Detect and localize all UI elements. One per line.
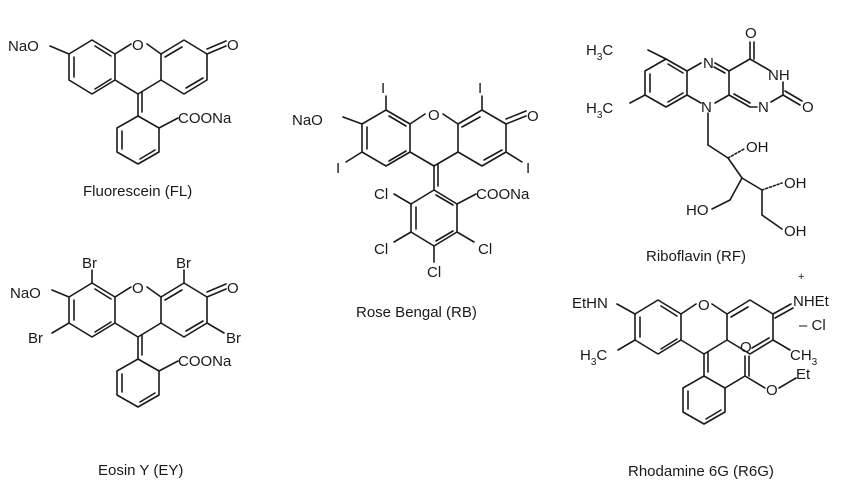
rf-nh-label: NH bbox=[768, 67, 790, 84]
rose-bengal-bonds bbox=[342, 95, 527, 263]
rf-oh-1-label: OH bbox=[746, 139, 769, 156]
r6g-plus-label: + bbox=[798, 271, 804, 283]
rf-methyl-top-label: H3C bbox=[586, 42, 613, 63]
fl-carbonyl-oxygen-label: O bbox=[227, 37, 239, 54]
rb-i-top-left-label: I bbox=[381, 80, 385, 97]
fl-coona-label: COONa bbox=[178, 110, 232, 127]
rose-bengal-caption: Rose Bengal (RB) bbox=[356, 304, 477, 321]
fluorescein-structure: NaO O O COONa Fluorescein (FL) bbox=[8, 37, 239, 200]
eosin-y-caption: Eosin Y (EY) bbox=[98, 462, 183, 479]
ey-br-bottom-left-label: Br bbox=[28, 330, 43, 347]
rb-i-top-right-label: I bbox=[478, 80, 482, 97]
ey-nao-label: NaO bbox=[10, 285, 41, 302]
rb-ring-oxygen-label: O bbox=[428, 107, 440, 124]
r6g-ethn-label: EtHN bbox=[572, 295, 608, 312]
ey-ring-oxygen-label: O bbox=[132, 280, 144, 297]
r6g-ring-oxygen-label: O bbox=[698, 297, 710, 314]
rb-cl-4-label: Cl bbox=[427, 264, 441, 281]
rf-methyl-bottom-label: H3C bbox=[586, 100, 613, 121]
rf-n5-label: N bbox=[703, 55, 714, 72]
r6g-methyl-left-label: H3C bbox=[580, 347, 607, 368]
rb-coona-label: COONa bbox=[476, 186, 530, 203]
rb-carbonyl-oxygen-label: O bbox=[527, 108, 539, 125]
rf-o4-label: O bbox=[745, 25, 757, 42]
eosin-y-structure: Br Br NaO O O Br Br COONa Eosin Y (EY) bbox=[10, 255, 241, 479]
eosin-y-bonds bbox=[51, 269, 227, 408]
ey-br-top-left-label: Br bbox=[82, 255, 97, 272]
rb-i-bottom-right-label: I bbox=[526, 160, 530, 177]
fl-ring-oxygen-label: O bbox=[132, 37, 144, 54]
rb-cl-2-label: Cl bbox=[374, 241, 388, 258]
r6g-carbonyl-oxygen-label: O bbox=[740, 339, 752, 356]
fluorescein-bonds bbox=[49, 39, 227, 165]
fl-nao-label: NaO bbox=[8, 38, 39, 55]
r6g-methyl-right-label: CH3 bbox=[790, 347, 818, 368]
rb-nao-label: NaO bbox=[292, 112, 323, 129]
rb-cl-1-label: Cl bbox=[374, 186, 388, 203]
r6g-chloride-label: – Cl bbox=[799, 317, 826, 334]
rf-n1-label: N bbox=[758, 99, 769, 116]
rf-oh-2-label: OH bbox=[784, 175, 807, 192]
rf-oh-3-label: OH bbox=[784, 223, 807, 240]
riboflavin-structure: H3C H3C N O NH O N N OH OH HO OH Ribofla… bbox=[586, 25, 814, 265]
rhodamine-6g-caption: Rhodamine 6G (R6G) bbox=[628, 463, 774, 480]
rhodamine-6g-structure: EtHN O + NHEt – Cl H3C CH3 O O Et Rhodam… bbox=[572, 271, 830, 480]
rf-n10-label: N bbox=[701, 99, 712, 116]
r6g-nhet-label: NHEt bbox=[793, 293, 830, 310]
rb-cl-3-label: Cl bbox=[478, 241, 492, 258]
ey-carbonyl-oxygen-label: O bbox=[227, 280, 239, 297]
rf-stereo-mark bbox=[727, 157, 730, 160]
riboflavin-caption: Riboflavin (RF) bbox=[646, 248, 746, 265]
ey-br-top-right-label: Br bbox=[176, 255, 191, 272]
riboflavin-bonds bbox=[629, 41, 803, 230]
rhodamine-6g-bonds bbox=[616, 299, 797, 425]
fluorescein-caption: Fluorescein (FL) bbox=[83, 183, 192, 200]
rf-o2-label: O bbox=[802, 99, 814, 116]
rb-i-bottom-left-label: I bbox=[336, 160, 340, 177]
rose-bengal-structure: I I NaO O O I I COONa Cl Cl Cl Cl Rose B… bbox=[292, 80, 539, 321]
r6g-ester-oxygen-label: O bbox=[766, 382, 778, 399]
rf-ho-label: HO bbox=[686, 202, 709, 219]
r6g-ethyl-label: Et bbox=[796, 366, 811, 383]
ey-coona-label: COONa bbox=[178, 353, 232, 370]
ey-br-bottom-right-label: Br bbox=[226, 330, 241, 347]
